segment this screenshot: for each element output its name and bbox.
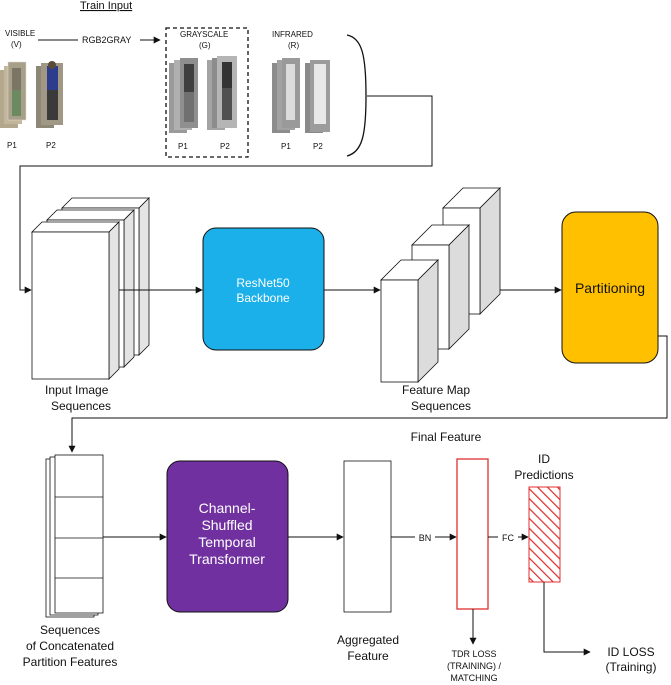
transformer-label-4: Transformer	[189, 551, 265, 567]
id-predictions-box	[528, 486, 561, 583]
aggregated-label-1: Aggregated	[337, 633, 399, 647]
visible-image-p2	[36, 61, 63, 128]
aggregated-feature-box	[343, 460, 392, 613]
visible-p2-label: P2	[46, 141, 56, 150]
tdr-loss-label-1: TDR LOSS	[451, 649, 496, 659]
visible-image-p1	[0, 61, 27, 128]
feature-map-label-2: Sequences	[411, 399, 471, 413]
rgb2gray-label: RGB2GRAY	[82, 35, 131, 45]
transformer-label-1: Channel-	[199, 500, 256, 516]
id-predictions-label-2: Predictions	[514, 468, 573, 482]
resnet-backbone-label-1: ResNet50	[236, 276, 290, 290]
partitioning-box	[561, 211, 659, 364]
resnet-backbone-box	[202, 227, 325, 351]
input-sequences-label-2: Sequences	[51, 399, 111, 413]
id-predictions-label-1: ID	[538, 452, 550, 466]
visible-abbr: (V)	[11, 40, 22, 49]
id-loss-label-2: (Training)	[606, 660, 657, 674]
infrared-p2-label: P2	[313, 142, 323, 151]
final-feature-box	[456, 458, 489, 610]
grayscale-dashed-box	[165, 27, 249, 158]
grayscale-p1-label: P1	[178, 142, 188, 151]
partition-feature-sequences	[45, 454, 104, 618]
input-connector	[19, 95, 433, 294]
visible-label: VISIBLE	[5, 29, 35, 38]
input-image-sequences	[31, 197, 150, 380]
infrared-p1-label: P1	[281, 142, 291, 151]
arrow-predictions-to-idloss	[543, 582, 591, 656]
partition-seq-label-2: of Concatenated	[26, 639, 114, 653]
feature-map-label-1: Feature Map	[402, 383, 470, 397]
input-sequences-label-1: Input Image	[45, 383, 109, 397]
train-input-title: Train Input	[80, 0, 132, 12]
grayscale-image-p2	[207, 56, 237, 130]
infrared-label: INFRARED	[272, 30, 313, 39]
partition-seq-label-3: Partition Features	[23, 655, 118, 669]
infrared-abbr: (R)	[288, 41, 299, 50]
aggregated-label-2: Feature	[347, 649, 389, 663]
final-feature-label: Final Feature	[411, 430, 482, 444]
partitioning-label: Partitioning	[575, 280, 645, 296]
train-input-section: Train Input VISIBLE (V) RGB2GRAY P1 P2 G…	[0, 0, 367, 158]
fc-label: FC	[502, 533, 514, 543]
bn-label: BN	[419, 533, 432, 543]
feature-map-sequences	[380, 187, 501, 383]
grayscale-abbr: (G)	[199, 41, 211, 50]
grayscale-label: GRAYSCALE	[180, 30, 228, 39]
grayscale-image-p1	[169, 58, 198, 133]
input-brace	[346, 34, 367, 157]
infrared-image-p2	[305, 60, 330, 133]
tdr-loss-label-3: MATCHING	[450, 673, 497, 683]
transformer-label-3: Temporal	[198, 534, 256, 550]
partition-connector	[68, 335, 668, 453]
grayscale-p2-label: P2	[220, 142, 230, 151]
resnet-backbone-label-2: Backbone	[236, 291, 290, 305]
partition-seq-label-1: Sequences	[40, 623, 100, 637]
id-loss-label-1: ID LOSS	[607, 645, 654, 659]
visible-p1-label: P1	[7, 141, 17, 150]
infrared-image-p1	[272, 58, 300, 133]
transformer-label-2: Shuffled	[201, 517, 252, 533]
tdr-loss-label-2: (TRAINING) /	[447, 661, 501, 671]
